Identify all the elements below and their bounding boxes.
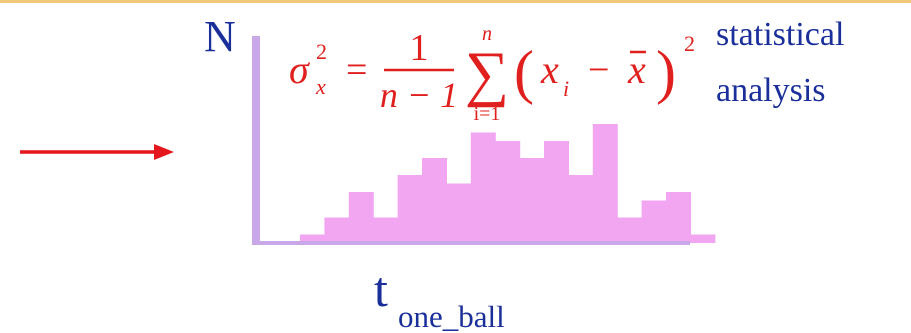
histogram-bar-14 [617, 217, 643, 243]
histogram-bar-17 [690, 234, 716, 243]
x-axis-label-subscript: one_ball [398, 299, 505, 333]
formula-sigma-superscript: 2 [316, 39, 327, 64]
histogram-bar-13 [592, 124, 618, 243]
right-arrow-icon [20, 144, 174, 160]
formula-minus: − [588, 49, 609, 91]
formula-power: 2 [684, 31, 695, 56]
x-axis-label-main: t [374, 261, 388, 317]
histogram-bar-5 [397, 175, 423, 243]
side-note-line1: statistical [716, 16, 844, 53]
histogram-bar-6 [422, 158, 447, 243]
histogram-bar-2 [324, 217, 350, 243]
axes [252, 36, 690, 245]
top-rule [0, 0, 911, 3]
histogram-bar-16 [666, 192, 691, 243]
y-axis-label: N [204, 12, 236, 61]
formula-denominator: n − 1 [380, 75, 458, 115]
formula-xbar: x [627, 47, 646, 92]
histogram-bar-9 [495, 141, 521, 243]
formula-xi: x [540, 47, 559, 92]
formula-open-paren: ( [514, 39, 534, 105]
histogram-bar-12 [568, 175, 594, 243]
variance-formula: σ 2 x = 1 n − 1 n ∑ i=1 ( x i − x ) 2 [289, 23, 695, 125]
formula-sum-upper: n [482, 23, 492, 45]
formula-sigma: σ [289, 47, 310, 92]
histogram-bars [300, 124, 716, 243]
x-axis-label: t one_ball [374, 261, 505, 333]
histogram-bar-7 [446, 183, 472, 243]
formula-equals: = [346, 49, 367, 91]
formula-xi-subscript: i [563, 76, 569, 101]
formula-sigma-subscript: x [315, 74, 326, 99]
formula-sum-lower: i=1 [474, 103, 501, 125]
formula-sum-sign: ∑ [465, 40, 509, 108]
side-note-line2: analysis [716, 72, 826, 109]
histogram-bar-4 [373, 217, 399, 243]
formula-close-paren: ) [656, 39, 676, 105]
histogram-bar-10 [519, 158, 545, 243]
formula-numerator: 1 [410, 27, 429, 69]
histogram-bar-3 [348, 192, 374, 243]
histogram-bar-11 [544, 141, 569, 243]
histogram-bar-1 [300, 234, 325, 243]
histogram-bar-8 [470, 132, 496, 243]
histogram-bar-15 [641, 200, 667, 243]
